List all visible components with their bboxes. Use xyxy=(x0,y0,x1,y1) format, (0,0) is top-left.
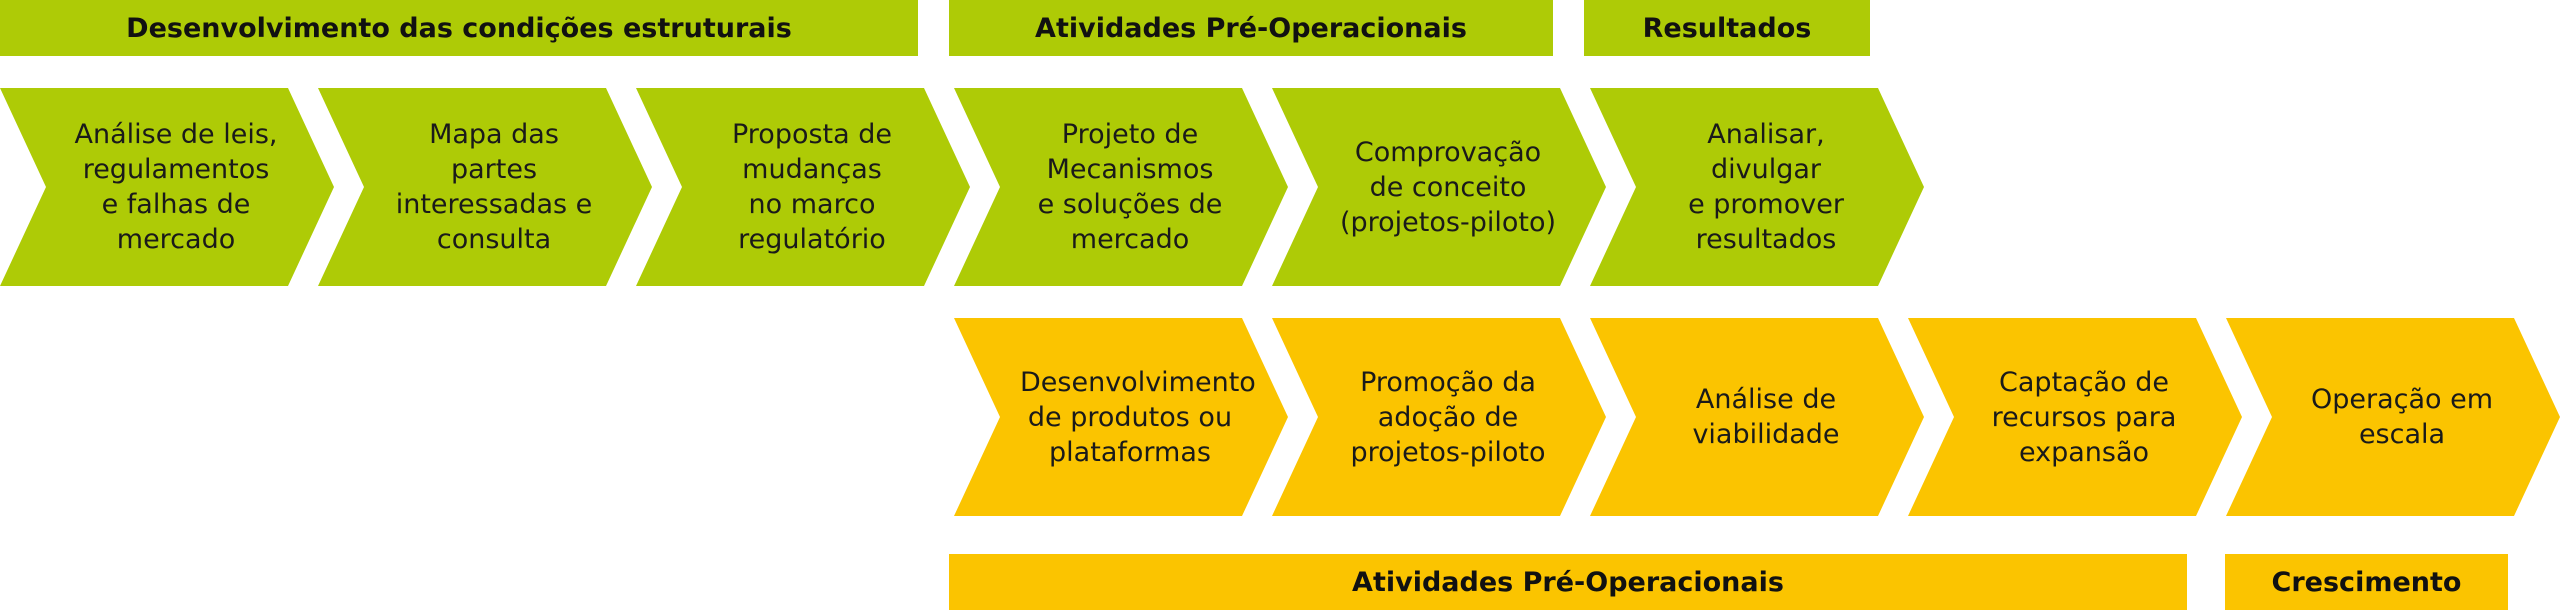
chevron-label: Proposta de mudanças no marco regulatóri… xyxy=(731,119,893,255)
chevron-label: Análise de viabilidade xyxy=(1692,384,1840,450)
chevron-projeto-mecanismos: Projeto de Mecanismos e soluções de merc… xyxy=(954,88,1288,286)
header-estruturais: Desenvolvimento das condições estruturai… xyxy=(0,0,918,56)
chevron-label: Comprovação de conceito (projetos-piloto… xyxy=(1339,136,1557,238)
chevron-label: Analisar, divulgar e promover resultados xyxy=(1688,119,1844,255)
chevron-label: Operação em escala xyxy=(2310,384,2494,450)
header-resultados: Resultados xyxy=(1584,0,1870,56)
chevron-label: Projeto de Mecanismos e soluções de merc… xyxy=(1037,119,1223,255)
chevron-analisar-resultados: Analisar, divulgar e promover resultados xyxy=(1590,88,1924,286)
chevron-label: Promoção da adoção de projetos-piloto xyxy=(1350,366,1546,468)
chevron-mapa-partes: Mapa das partes interessadas e consulta xyxy=(318,88,652,286)
chevron-captacao-recursos: Captação de recursos para expansão xyxy=(1908,318,2242,516)
chevron-label: Mapa das partes interessadas e consulta xyxy=(395,119,593,255)
footer-crescimento: Crescimento xyxy=(2225,554,2508,610)
chevron-analise-viabilidade: Análise de viabilidade xyxy=(1590,318,1924,516)
chevron-analise-leis: Análise de leis, regulamentos e falhas d… xyxy=(0,88,334,286)
chevron-proposta-mudancas: Proposta de mudanças no marco regulatóri… xyxy=(636,88,970,286)
chevron-operacao-escala: Operação em escala xyxy=(2226,318,2560,516)
header-pre-operacionais-top: Atividades Pré-Operacionais xyxy=(949,0,1553,56)
chevron-promocao-adocao: Promoção da adoção de projetos-piloto xyxy=(1272,318,1606,516)
chevron-comprovacao-conceito: Comprovação de conceito (projetos-piloto… xyxy=(1272,88,1606,286)
chevron-label: Desenvolvimento de produtos ou plataform… xyxy=(1020,366,1256,468)
chevron-desenvolvimento-produtos: Desenvolvimento de produtos ou plataform… xyxy=(954,318,1288,516)
chevron-label: Análise de leis, regulamentos e falhas d… xyxy=(74,119,278,255)
footer-pre-operacionais: Atividades Pré-Operacionais xyxy=(949,554,2187,610)
chevron-label: Captação de recursos para expansão xyxy=(1991,366,2177,468)
